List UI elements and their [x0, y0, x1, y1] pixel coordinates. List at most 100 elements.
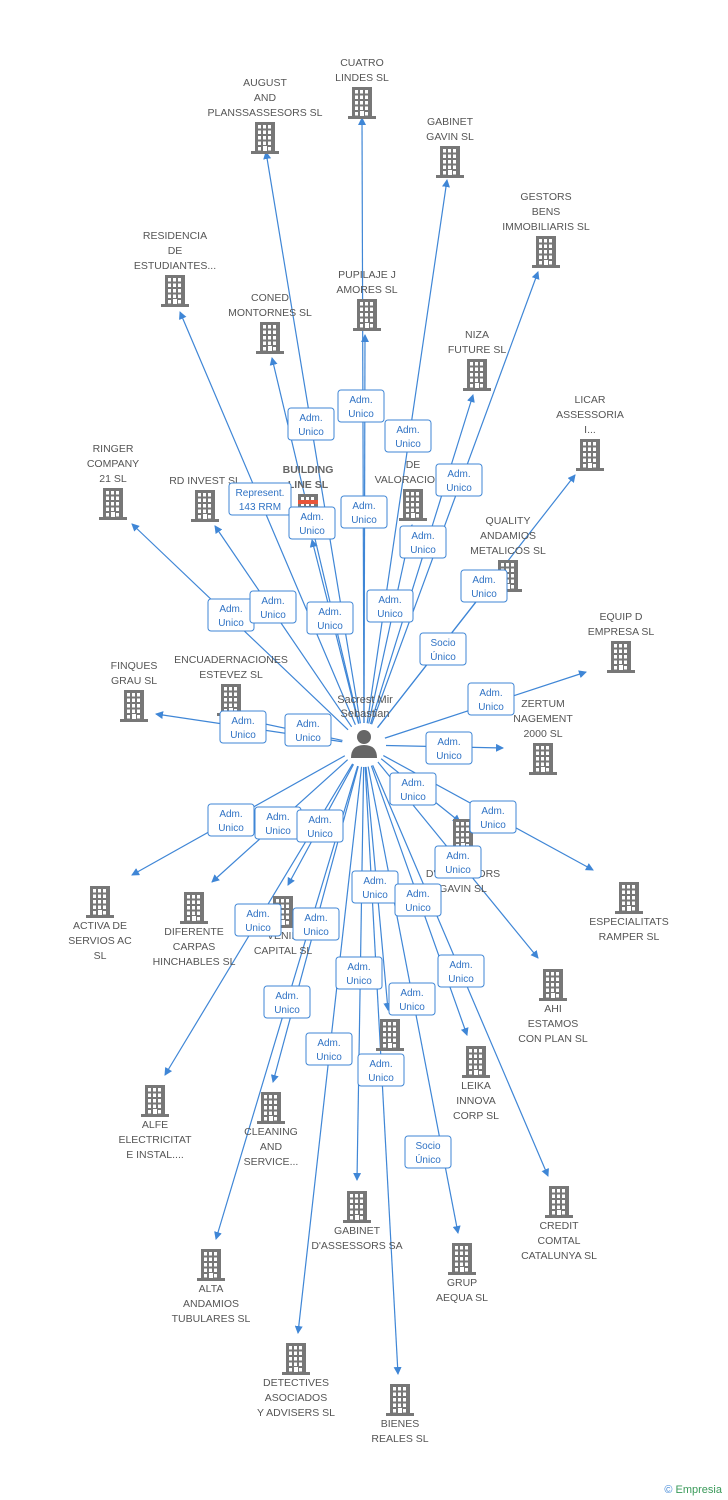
company-label: PLANSSASSESORS SL [208, 107, 323, 119]
relation-box [366, 589, 414, 623]
building-icon [256, 322, 284, 354]
relation-label[interactable]: Represent.143 RRM [228, 482, 292, 516]
company-label: IMMOBILIARIS SL [502, 221, 590, 233]
relation-box [435, 463, 483, 497]
company-label: BIENES [381, 1418, 420, 1430]
company-node-licar[interactable]: LICARASSESSORIAI... [556, 394, 624, 471]
relation-text: Adm. [378, 595, 401, 606]
relation-label[interactable]: Adm.Unico [389, 772, 437, 806]
company-label: METALICOS SL [470, 545, 546, 557]
relation-text: Unico [346, 976, 372, 987]
relation-label[interactable]: Adm.Unico [435, 463, 483, 497]
relation-box [404, 1135, 452, 1169]
footer-credit[interactable]: © Empresia [664, 1484, 722, 1496]
company-node-cleaning[interactable]: CLEANINGANDSERVICE... [244, 1092, 299, 1168]
relation-text: Unico [405, 903, 431, 914]
relation-text: Adm. [400, 988, 423, 999]
relation-label[interactable]: Adm.Unico [434, 845, 482, 879]
relation-label[interactable]: Adm.Unico [234, 903, 282, 937]
relation-label[interactable]: Adm.Unico [292, 907, 340, 941]
relation-label[interactable]: Adm.Unico [469, 800, 517, 834]
relation-label[interactable]: Adm.Unico [388, 982, 436, 1016]
relation-label[interactable]: Adm.Unico [254, 806, 302, 840]
relation-label[interactable]: Adm.Unico [306, 601, 354, 635]
company-label: CUATRO [340, 57, 384, 69]
relation-box [296, 809, 344, 843]
company-label: GESTORS [520, 191, 571, 203]
relation-box [357, 1053, 405, 1087]
relation-label[interactable]: Adm.Unico [437, 954, 485, 988]
relation-label[interactable]: Adm.Unico [305, 1032, 353, 1066]
relation-text: Represent. [236, 488, 285, 499]
relation-label[interactable]: Adm.Unico [340, 495, 388, 529]
company-node-tasacio[interactable]: DEVALORACION... [375, 459, 452, 521]
person-head-icon [357, 730, 371, 744]
relation-text: Unico [245, 923, 271, 934]
company-label: FUTURE SL [448, 344, 507, 356]
company-label: 2000 SL [523, 728, 562, 740]
company-label: LINE SL [288, 479, 329, 491]
relation-label[interactable]: Adm.Unico [219, 710, 267, 744]
relation-label[interactable]: Adm.Unico [425, 731, 473, 765]
relation-label[interactable]: Adm.Unico [351, 870, 399, 904]
relation-label[interactable]: Adm.Unico [366, 589, 414, 623]
relation-label[interactable]: Adm.Unico [284, 713, 332, 747]
relation-label[interactable]: Adm.Unico [207, 803, 255, 837]
building-icon [607, 641, 635, 673]
company-node-gestors[interactable]: GESTORS BENS IMMOBILIARIS SL [502, 191, 590, 268]
relation-label[interactable]: Adm.Unico [288, 506, 336, 540]
relation-label[interactable]: Adm.Unico [384, 419, 432, 453]
company-label: RINGER [93, 443, 134, 455]
relation-label[interactable]: Adm.Unico [335, 956, 383, 990]
relation-label[interactable]: Adm.Unico [207, 598, 255, 632]
relation-label[interactable]: Adm.Unico [263, 985, 311, 1019]
company-node-residencia[interactable]: RESIDENCIADEESTUDIANTES... [134, 230, 216, 307]
relation-box [288, 506, 336, 540]
relation-label[interactable]: Adm.Unico [287, 407, 335, 441]
company-label: NIZA [465, 329, 489, 341]
company-label: BENS [532, 206, 561, 218]
relation-label[interactable]: Adm.Unico [399, 525, 447, 559]
relation-label[interactable]: Adm.Unico [357, 1053, 405, 1087]
relation-label[interactable]: Adm.Unico [460, 569, 508, 603]
relation-text: Único [430, 650, 456, 663]
relation-label[interactable]: Adm.Unico [394, 883, 442, 917]
relation-text: Unico [218, 823, 244, 834]
relation-label[interactable]: Adm.Unico [296, 809, 344, 843]
relation-label[interactable]: Adm.Unico [467, 682, 515, 716]
building-icon [399, 489, 427, 521]
relation-label[interactable]: Adm.Unico [249, 590, 297, 624]
relation-label[interactable]: Adm.Unico [337, 389, 385, 423]
company-label: AMORES SL [336, 284, 397, 296]
company-node-rd-invest[interactable]: RD INVEST SL [169, 475, 241, 522]
company-label: AHI [544, 1003, 562, 1015]
company-node-niza[interactable]: NIZA FUTURE SL [448, 329, 507, 391]
